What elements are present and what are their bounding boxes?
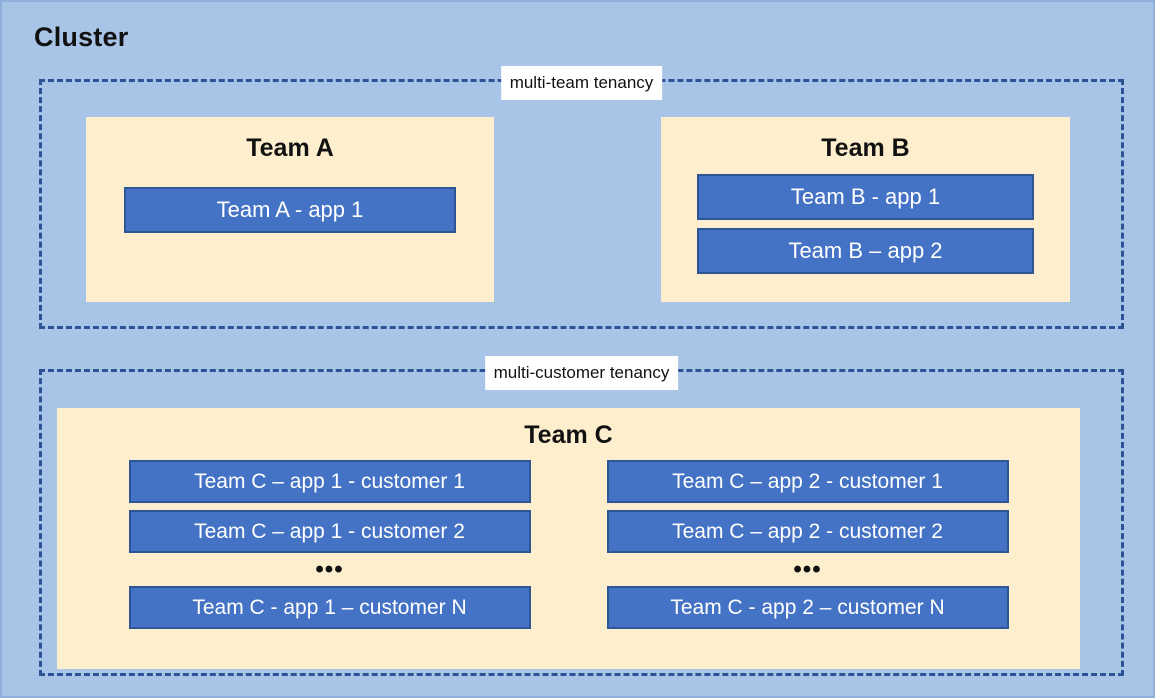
team-b-title: Team B (821, 134, 910, 162)
team-a-title: Team A (246, 134, 334, 162)
team-c-panel: Team C Team C – app 1 - customer 1 Team … (57, 408, 1080, 669)
team-c-app-2-column: Team C – app 2 - customer 1 Team C – app… (606, 460, 1009, 629)
team-b-panel: Team B Team B - app 1 Team B – app 2 (661, 117, 1070, 302)
team-a-panel: Team A Team A - app 1 (86, 117, 494, 302)
cluster-title: Cluster (34, 22, 129, 52)
multi-team-tenancy-group: multi-team tenancy (39, 66, 1124, 329)
app-box-team-c-app-1-customer-1[interactable]: Team C – app 1 - customer 1 (128, 460, 531, 503)
ellipsis-team-c-app-2: ••• (793, 556, 822, 583)
team-b-app-list: Team B - app 1 Team B – app 2 (661, 174, 1070, 274)
team-c-title: Team C (524, 421, 613, 449)
app-box-team-c-app-1-customer-n[interactable]: Team C - app 1 – customer N (128, 586, 531, 629)
multi-customer-tenancy-label: multi-customer tenancy (484, 356, 679, 390)
team-a-app-list: Team A - app 1 (86, 187, 494, 233)
ellipsis-team-c-app-1: ••• (315, 556, 344, 583)
app-box-team-c-app-2-customer-n[interactable]: Team C - app 2 – customer N (606, 586, 1009, 629)
app-box-team-a-app-1[interactable]: Team A - app 1 (124, 187, 456, 233)
app-box-team-b-app-1[interactable]: Team B - app 1 (697, 174, 1034, 220)
team-c-app-1-column: Team C – app 1 - customer 1 Team C – app… (128, 460, 531, 629)
team-c-columns: Team C – app 1 - customer 1 Team C – app… (57, 460, 1080, 629)
multi-customer-tenancy-group: multi-customer tenancy (39, 356, 1124, 676)
multi-team-tenancy-label: multi-team tenancy (500, 66, 663, 100)
app-box-team-c-app-2-customer-1[interactable]: Team C – app 2 - customer 1 (606, 460, 1009, 503)
app-box-team-b-app-2[interactable]: Team B – app 2 (697, 228, 1034, 274)
app-box-team-c-app-1-customer-2[interactable]: Team C – app 1 - customer 2 (128, 510, 531, 553)
app-box-team-c-app-2-customer-2[interactable]: Team C – app 2 - customer 2 (606, 510, 1009, 553)
